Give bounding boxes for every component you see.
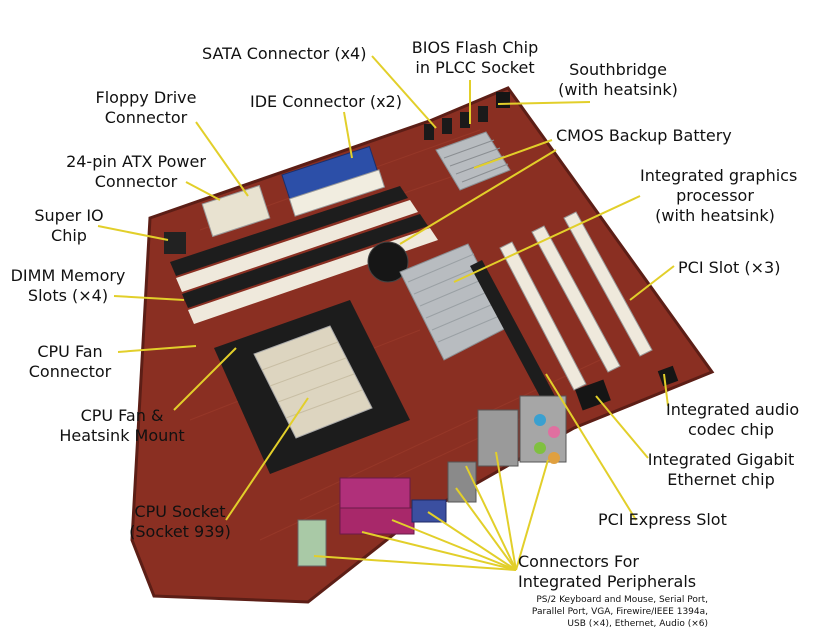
parallel-port [339, 507, 415, 535]
atx-power-connector [201, 184, 271, 238]
ps2-ports [297, 519, 327, 567]
pci-slots [499, 211, 653, 391]
label-sata-connector: SATA Connector (x4) [202, 44, 367, 63]
label-ide-connector: IDE Connector (x2) [250, 92, 402, 111]
label-peripherals-detail: PS/2 Keyboard and Mouse, Serial Port,Par… [531, 595, 708, 629]
audio-codec-chip [657, 365, 679, 387]
ethernet-port [477, 409, 519, 467]
label-cpu-heatsink-mount: CPU Fan &Heatsink Mount [59, 406, 185, 445]
sata-connectors [424, 106, 488, 140]
leader-lines [97, 55, 675, 571]
label-pci-express: PCI Express Slot [598, 510, 727, 529]
serial-port [339, 477, 411, 509]
label-pci-slot: PCI Slot (×3) [678, 258, 781, 277]
ide-connector-2 [288, 169, 386, 217]
cpu-socket [253, 325, 373, 439]
label-cmos-battery: CMOS Backup Battery [556, 126, 732, 145]
vga-port [411, 499, 447, 523]
super-io-chip [164, 232, 186, 254]
pci-express-slot [470, 260, 556, 404]
label-cpu-socket: CPU Socket(Socket 939) [129, 502, 231, 541]
southbridge-heatsink [435, 131, 511, 191]
label-southbridge: Southbridge(with heatsink) [558, 60, 678, 99]
cmos-battery [367, 241, 409, 283]
bios-chip [496, 92, 510, 108]
